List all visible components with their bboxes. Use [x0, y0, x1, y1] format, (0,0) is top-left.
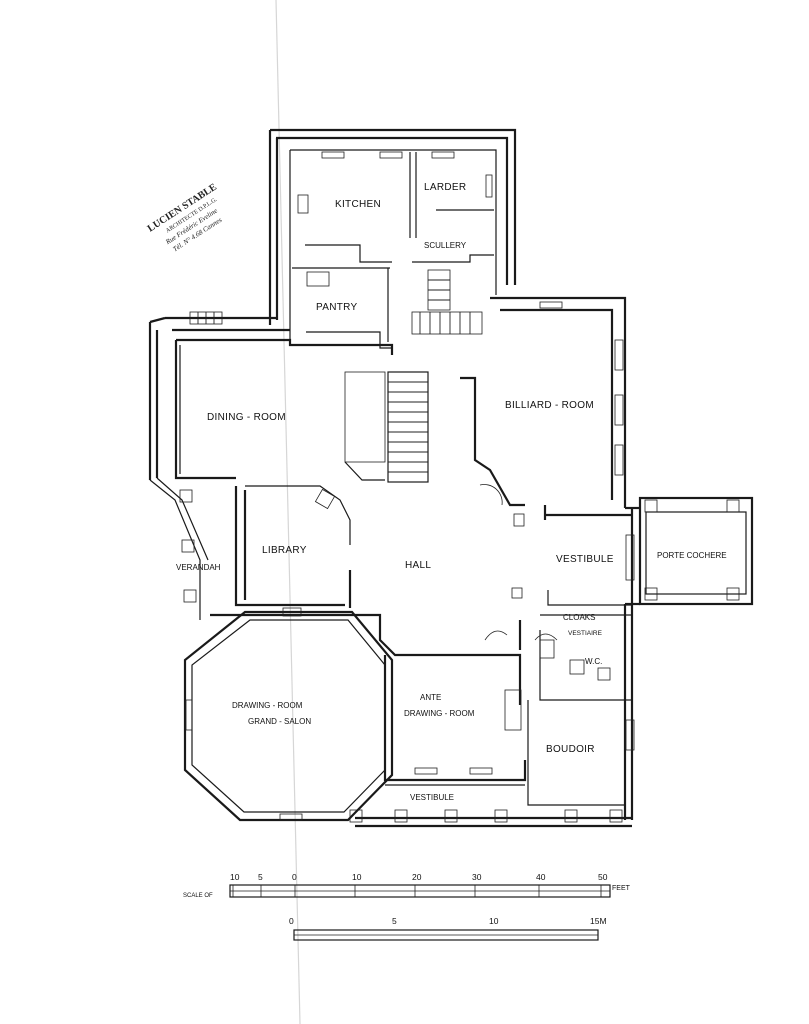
scale-meters: 0 5 10 15M	[289, 916, 607, 941]
label-vestiaire: VESTIAIRE	[568, 630, 603, 637]
label-kitchen: KITCHEN	[335, 199, 381, 210]
scale-meter-tick-3: 15M	[590, 916, 607, 926]
architect-stamp: LUCIEN STABLE ARCHITECTE D.P.L.G. Rue Fr…	[146, 181, 224, 253]
label-ante-drawing-room: DRAWING - ROOM	[404, 709, 475, 718]
scale-feet-tick-3: 10	[352, 872, 362, 882]
room-labels: KITCHEN LARDER SCULLERY PANTRY DINING - …	[176, 182, 727, 802]
label-library: LIBRARY	[262, 545, 307, 556]
label-vestibule-south: VESTIBULE	[410, 793, 454, 802]
label-porte-cochere: PORTE COCHERE	[657, 551, 727, 560]
label-dining-room: DINING - ROOM	[207, 412, 286, 423]
service-wing	[268, 128, 517, 349]
label-verandah: VERANDAH	[176, 563, 221, 572]
paper-crease	[275, 0, 301, 1024]
label-vestibule-east: VESTIBULE	[556, 554, 614, 565]
service-stair	[411, 269, 483, 335]
interior-walls	[183, 371, 632, 822]
scale-feet-tick-4: 20	[412, 872, 422, 882]
label-pantry: PANTRY	[316, 302, 357, 313]
scale-feet-tick-2: 0	[292, 872, 297, 882]
scale-meter-ticks: 0 5 10 15M	[289, 916, 607, 926]
label-hall: HALL	[405, 560, 431, 571]
label-wc: W.C.	[585, 657, 602, 666]
main-stair	[344, 371, 429, 483]
label-larder: LARDER	[424, 182, 466, 193]
label-billiard-room: BILLIARD - ROOM	[505, 400, 594, 411]
label-scullery: SCULLERY	[424, 241, 467, 250]
scale-feet-tick-1: 5	[258, 872, 263, 882]
label-cloaks: CLOAKS	[563, 613, 595, 622]
scale-feet-unit: FEET	[612, 885, 631, 892]
scale-feet-tick-6: 40	[536, 872, 546, 882]
scale-meter-tick-0: 0	[289, 916, 294, 926]
label-drawing-room: DRAWING - ROOM	[232, 701, 303, 710]
label-grand-salon: GRAND - SALON	[248, 717, 311, 726]
porte-cochere	[638, 496, 754, 606]
label-boudoir: BOUDOIR	[546, 744, 595, 755]
scale-feet-tick-0: 10	[230, 872, 240, 882]
label-ante: ANTE	[420, 693, 441, 702]
scale-meter-tick-1: 5	[392, 916, 397, 926]
scale-feet-label: SCALE OF	[183, 893, 213, 899]
drawing-room-octagon	[183, 607, 394, 822]
scale-meter-tick-2: 10	[489, 916, 499, 926]
scale-feet-tick-7: 50	[598, 872, 608, 882]
outer-walls	[148, 296, 754, 828]
scale-feet-tick-5: 30	[472, 872, 482, 882]
